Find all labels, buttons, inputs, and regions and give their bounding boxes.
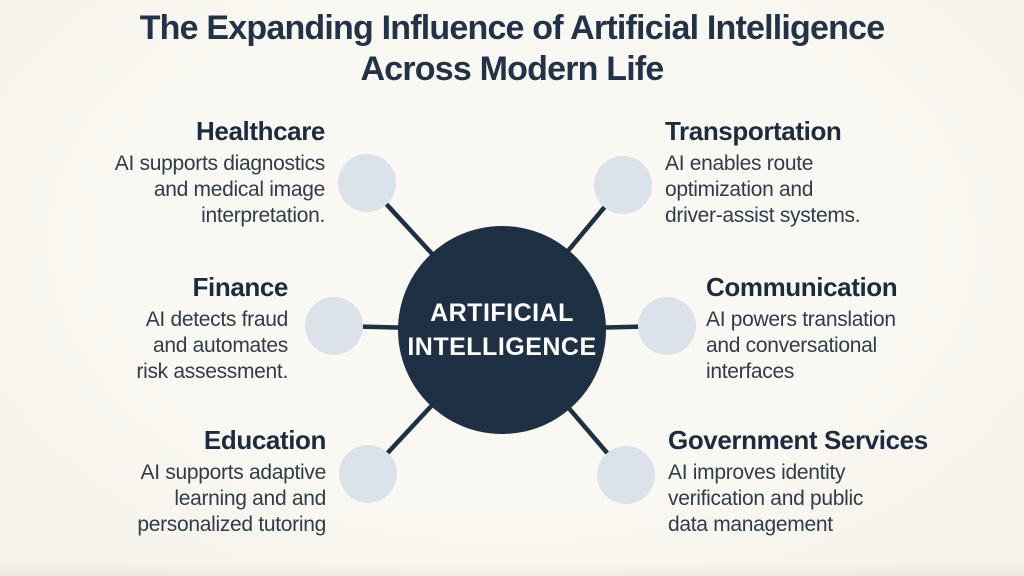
section-education-line: AI supports adaptive	[140, 461, 327, 484]
section-communication-line: interfaces	[706, 360, 795, 383]
page-title-line-1: The Expanding Influence of Artificial In…	[139, 9, 885, 47]
section-finance-line: AI detects fraud	[145, 308, 289, 331]
section-communication-line: and conversational	[706, 334, 877, 357]
node-dot-government	[597, 446, 655, 504]
section-healthcare-line: interpretation.	[201, 204, 325, 227]
section-transportation-title: Transportation	[665, 116, 842, 146]
node-dot-healthcare	[338, 154, 396, 212]
section-education-line: learning and and	[174, 487, 326, 510]
central-hub-label-line-2: INTELLIGENCE	[407, 333, 597, 361]
section-government-services-line: AI improves identity	[668, 461, 846, 484]
section-education-line: personalized tutoring	[137, 513, 326, 536]
section-transportation-line: driver-assist systems.	[665, 204, 861, 227]
section-education-title: Education	[203, 425, 326, 455]
section-healthcare-title: Healthcare	[196, 116, 325, 146]
section-communication-title: Communication	[706, 272, 898, 302]
central-hub-label-line-1: ARTIFICIAL	[430, 299, 574, 327]
node-dot-communication	[638, 297, 696, 355]
section-education: Education AI supports adaptive learning …	[66, 425, 326, 538]
section-finance-line: and automates	[152, 334, 288, 357]
section-healthcare-line: AI supports diagnostics	[114, 152, 326, 175]
section-healthcare-line: and medical image	[153, 178, 325, 201]
section-government-services-line: data management	[668, 513, 833, 536]
page-title-line-2: Across Modern Life	[360, 50, 665, 88]
section-transportation-line: AI enables route	[665, 152, 814, 175]
section-communication-line: AI powers translation	[706, 308, 896, 331]
section-communication: Communication AI powers translation and …	[706, 272, 986, 385]
section-government-services: Government Services AI improves identity…	[668, 425, 968, 538]
page-title: The Expanding Influence of Artificial In…	[0, 8, 1024, 90]
section-finance-line: risk assessment.	[136, 360, 288, 383]
section-government-services-title: Government Services	[668, 425, 928, 455]
node-dot-education	[339, 445, 397, 503]
section-transportation: Transportation AI enables route optimiza…	[665, 116, 945, 229]
node-dot-transportation	[594, 156, 652, 214]
central-hub: ARTIFICIAL INTELLIGENCE	[398, 226, 606, 434]
node-dot-finance	[305, 297, 363, 355]
section-finance-title: Finance	[192, 272, 289, 302]
section-government-services-line: verification and public	[668, 487, 864, 510]
section-healthcare: Healthcare AI supports diagnostics and m…	[65, 116, 326, 229]
section-finance: Finance AI detects fraud and automates r…	[68, 272, 288, 385]
section-transportation-line: optimization and	[665, 178, 814, 201]
